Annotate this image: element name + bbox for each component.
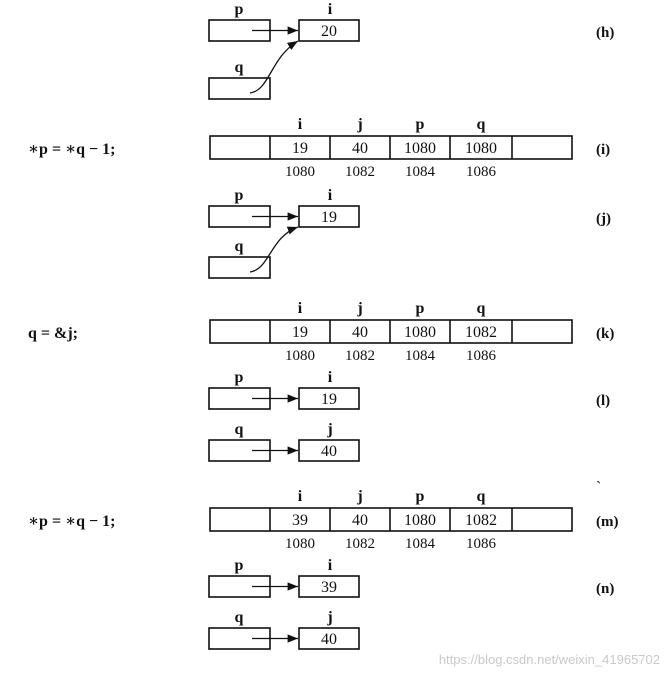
memory-var-label: i xyxy=(298,488,303,505)
statement-text: ∗p = ∗q − 1; xyxy=(28,141,115,158)
memory-var-label: p xyxy=(416,116,425,133)
stray-mark: ` xyxy=(596,479,601,496)
memory-cell-value: 1080 xyxy=(404,140,436,157)
panel-tag: (m) xyxy=(596,514,619,530)
pointer-label: q xyxy=(235,59,244,76)
target-box xyxy=(298,627,360,650)
memory-address: 1084 xyxy=(405,348,436,364)
memory-address: 1080 xyxy=(285,164,315,180)
target-value: 20 xyxy=(321,23,337,40)
target-box xyxy=(298,387,360,410)
memory-var-label: i xyxy=(298,116,303,133)
panel-tag: (k) xyxy=(596,326,614,342)
memory-address: 1082 xyxy=(345,164,375,180)
memory-cell-value: 39 xyxy=(292,512,308,529)
memory-row-box xyxy=(209,135,573,160)
pointer-curve-arrow xyxy=(249,40,299,94)
memory-cell-value: 40 xyxy=(352,140,368,157)
pointer-box xyxy=(208,77,271,100)
pointer-box xyxy=(208,256,271,279)
memory-cell-value: 19 xyxy=(292,140,308,157)
memory-cell-value: 1082 xyxy=(465,324,497,341)
target-var-label: i xyxy=(328,369,333,386)
pointer-curve-arrow xyxy=(249,226,299,273)
memory-address: 1086 xyxy=(466,536,497,552)
memory-var-label: i xyxy=(298,300,303,317)
memory-var-label: q xyxy=(477,488,486,505)
memory-var-label: j xyxy=(356,488,362,505)
memory-address: 1082 xyxy=(345,348,375,364)
memory-address: 1080 xyxy=(285,348,315,364)
memory-address: 1086 xyxy=(466,164,497,180)
target-box xyxy=(298,439,360,462)
memory-var-label: q xyxy=(477,116,486,133)
memory-cell-value: 1080 xyxy=(404,324,436,341)
watermark-text: https://blog.csdn.net/weixin_41965702 xyxy=(439,652,660,667)
memory-var-label: p xyxy=(416,488,425,505)
target-box xyxy=(298,575,360,598)
memory-cell-value: 40 xyxy=(352,512,368,529)
target-box xyxy=(298,19,360,42)
statement-text: q = &j; xyxy=(28,325,78,342)
panel-tag: (h) xyxy=(596,25,614,41)
target-var-label: j xyxy=(326,609,332,626)
memory-var-label: q xyxy=(477,300,486,317)
target-box xyxy=(298,205,360,228)
target-value: 19 xyxy=(321,209,337,226)
panel-tag: (n) xyxy=(596,581,614,597)
panel-tag: (i) xyxy=(596,142,610,158)
target-value: 40 xyxy=(321,443,337,460)
target-var-label: i xyxy=(328,557,333,574)
pointer-label: p xyxy=(235,557,244,574)
target-value: 40 xyxy=(321,631,337,648)
memory-cell-value: 19 xyxy=(292,324,308,341)
target-var-label: i xyxy=(328,187,333,204)
pointer-label: q xyxy=(235,421,244,438)
memory-row-box xyxy=(209,507,573,532)
panel-tag: (j) xyxy=(596,211,611,227)
memory-cell-value: 1080 xyxy=(404,512,436,529)
panel-tag: (l) xyxy=(596,393,610,409)
memory-row-box xyxy=(209,319,573,344)
statement-text: ∗p = ∗q − 1; xyxy=(28,513,115,530)
pointer-label: p xyxy=(235,187,244,204)
memory-var-label: p xyxy=(416,300,425,317)
memory-address: 1080 xyxy=(285,536,315,552)
target-value: 19 xyxy=(321,391,337,408)
pointer-label: p xyxy=(235,369,244,386)
target-var-label: j xyxy=(326,421,332,438)
memory-cell-value: 40 xyxy=(352,324,368,341)
target-value: 39 xyxy=(321,579,337,596)
pointer-label: q xyxy=(235,238,244,255)
memory-address: 1084 xyxy=(405,164,436,180)
memory-var-label: j xyxy=(356,116,362,133)
memory-cell-value: 1080 xyxy=(465,140,497,157)
memory-address: 1086 xyxy=(466,348,497,364)
pointer-label: p xyxy=(235,1,244,18)
pointer-label: q xyxy=(235,609,244,626)
memory-cell-value: 1082 xyxy=(465,512,497,529)
memory-address: 1082 xyxy=(345,536,375,552)
memory-var-label: j xyxy=(356,300,362,317)
memory-address: 1084 xyxy=(405,536,436,552)
target-var-label: i xyxy=(328,1,333,18)
